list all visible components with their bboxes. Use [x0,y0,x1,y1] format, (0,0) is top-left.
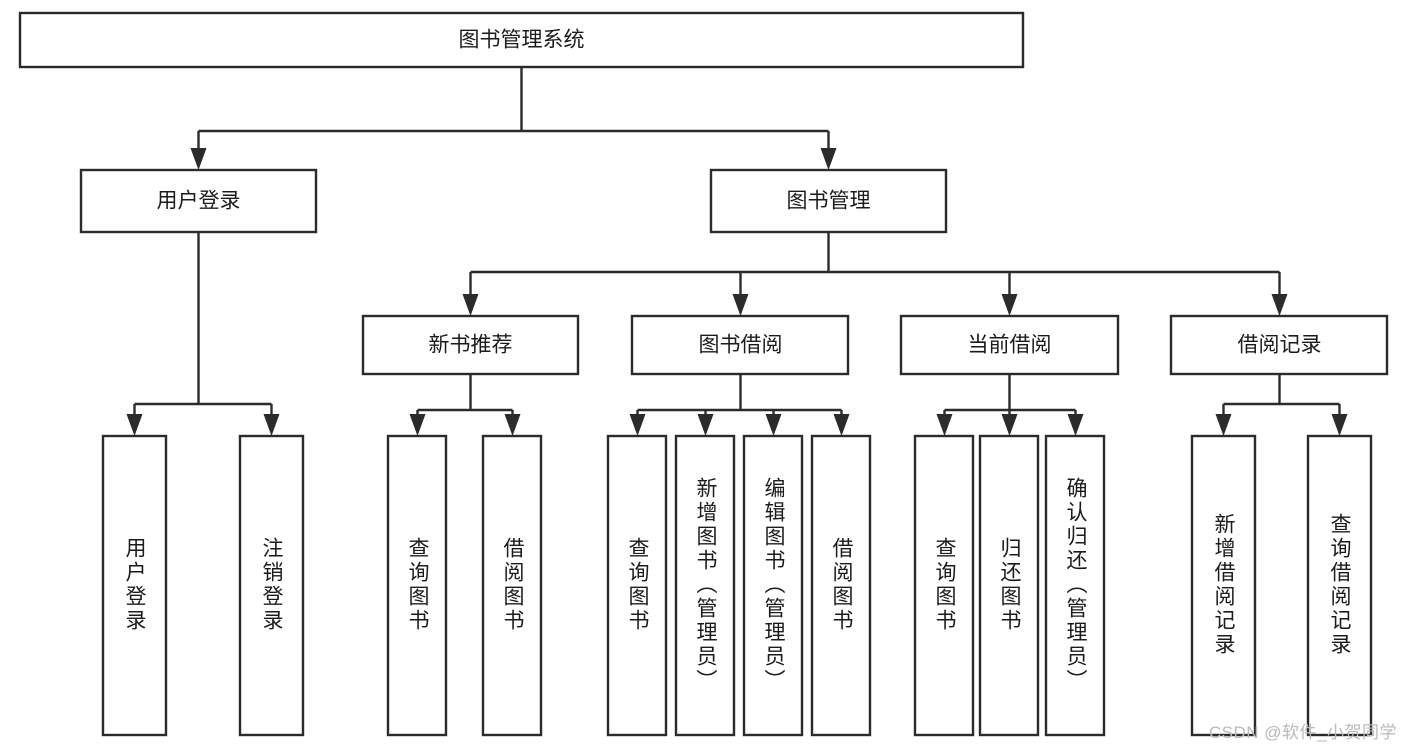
node-leaf-edit-book[interactable]: 编辑图书（管理员） [742,434,804,737]
node-root[interactable]: 图书管理系统 [18,11,1025,69]
node-current-borrow[interactable]: 当前借阅 [899,314,1120,376]
arrow-head-leaf-borrow-book [833,414,850,436]
node-leaf-return-book[interactable]: 归还图书 [978,434,1040,737]
node-leaf-query-record-box[interactable] [1306,434,1373,737]
node-leaf-query-book-borrow[interactable]: 查询图书 [606,434,668,737]
node-new-book-recommend-box[interactable] [361,314,580,376]
arrow-head-leaf-borrow-book-rec [504,414,521,436]
node-current-borrow-box[interactable] [899,314,1120,376]
node-leaf-query-book-current[interactable]: 查询图书 [913,434,975,737]
node-leaf-user-login-label: 用户登录 [123,537,147,633]
node-book-manage-box[interactable] [709,168,948,234]
node-leaf-borrow-book-rec-label: 借阅图书 [501,537,525,633]
node-leaf-add-record-label: 新增借阅记录 [1212,513,1236,657]
node-leaf-add-record-box[interactable] [1190,434,1257,737]
node-leaf-edit-book-box[interactable] [742,434,804,737]
connector-layer [126,67,1348,436]
arrow-head-leaf-query-record [1331,414,1348,436]
node-leaf-borrow-book-label: 借阅图书 [830,537,854,633]
node-book-borrow[interactable]: 图书借阅 [630,314,850,376]
arrow-head-leaf-add-record [1215,414,1232,436]
node-leaf-add-book[interactable]: 新增图书（管理员） [674,434,736,737]
arrow-head-book-borrow [732,294,749,316]
arrow-head-new-book-recommend [462,294,479,316]
node-borrow-record[interactable]: 借阅记录 [1169,314,1389,376]
node-leaf-user-logout[interactable]: 注销登录 [238,434,305,737]
arrow-head-leaf-edit-book [765,414,782,436]
node-user-login[interactable]: 用户登录 [79,168,318,234]
arrow-head-book-manage [820,148,837,170]
node-leaf-add-record[interactable]: 新增借阅记录 [1190,434,1257,737]
node-leaf-query-book-rec-box[interactable] [386,434,448,737]
node-leaf-return-book-box[interactable] [978,434,1040,737]
node-leaf-borrow-book[interactable]: 借阅图书 [810,434,872,737]
node-leaf-return-book-label: 归还图书 [998,537,1022,633]
node-leaf-borrow-book-rec[interactable]: 借阅图书 [481,434,543,737]
node-current-borrow-label: 当前借阅 [968,334,1052,357]
node-leaf-add-book-label: 新增图书（管理员） [694,477,718,693]
node-leaf-confirm-return-label: 确认归还（管理员） [1064,477,1088,693]
node-leaf-query-record-label: 查询借阅记录 [1328,513,1352,657]
node-user-login-label: 用户登录 [157,190,241,213]
node-book-borrow-box[interactable] [630,314,850,376]
node-leaf-edit-book-label: 编辑图书（管理员） [762,477,786,693]
node-new-book-recommend-label: 新书推荐 [429,334,513,357]
node-book-borrow-label: 图书借阅 [699,334,783,357]
node-leaf-query-book-current-label: 查询图书 [933,537,957,633]
node-leaf-user-logout-label: 注销登录 [260,537,284,633]
arrow-head-user-login [190,148,207,170]
arrow-head-leaf-query-book-rec [409,414,426,436]
node-leaf-query-record[interactable]: 查询借阅记录 [1306,434,1373,737]
arrow-head-leaf-query-book-borrow [629,414,646,436]
arrow-head-leaf-add-book [697,414,714,436]
node-user-login-box[interactable] [79,168,318,234]
node-leaf-borrow-book-box[interactable] [810,434,872,737]
arrow-head-leaf-return-book [1001,414,1018,436]
node-leaf-query-book-rec-label: 查询图书 [406,537,430,633]
node-borrow-record-box[interactable] [1169,314,1389,376]
node-root-box[interactable] [18,11,1025,69]
node-leaf-query-book-current-box[interactable] [913,434,975,737]
node-book-manage[interactable]: 图书管理 [709,168,948,234]
node-borrow-record-label: 借阅记录 [1238,334,1322,357]
node-leaf-borrow-book-rec-box[interactable] [481,434,543,737]
node-leaf-user-login-box[interactable] [101,434,168,737]
node-root-label: 图书管理系统 [459,29,585,52]
arrow-head-leaf-query-book-current [936,414,953,436]
node-new-book-recommend[interactable]: 新书推荐 [361,314,580,376]
arrow-head-current-borrow [1001,294,1018,316]
node-leaf-query-book-borrow-label: 查询图书 [626,537,650,633]
node-leaf-user-login[interactable]: 用户登录 [101,434,168,737]
node-leaf-confirm-return-box[interactable] [1044,434,1106,737]
node-leaf-query-book-rec[interactable]: 查询图书 [386,434,448,737]
node-leaf-user-logout-box[interactable] [238,434,305,737]
arrow-head-borrow-record [1271,294,1288,316]
arrow-head-leaf-user-logout [263,414,280,436]
node-book-manage-label: 图书管理 [787,190,871,213]
arrow-head-leaf-user-login [126,414,143,436]
node-leaf-confirm-return[interactable]: 确认归还（管理员） [1044,434,1106,737]
arrow-head-leaf-confirm-return [1067,414,1084,436]
node-leaf-add-book-box[interactable] [674,434,736,737]
node-leaf-query-book-borrow-box[interactable] [606,434,668,737]
